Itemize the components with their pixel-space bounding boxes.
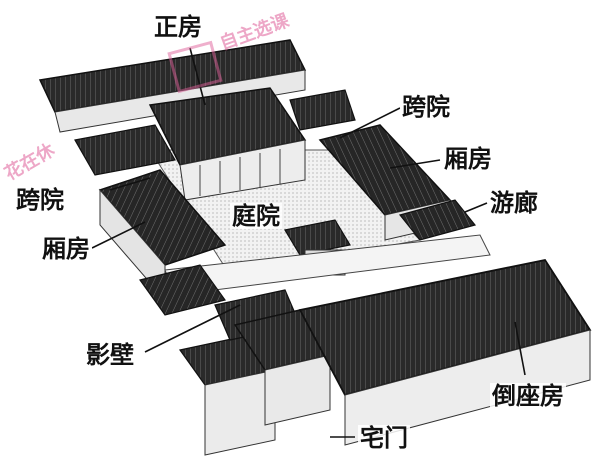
right-corridor	[398, 199, 477, 241]
label-main-house: 正房	[152, 12, 204, 41]
label-courtyard: 庭院	[230, 201, 282, 230]
front-left-rooms	[138, 264, 277, 456]
south-house	[298, 258, 592, 446]
label-cross-yard-right: 跨院	[400, 92, 452, 121]
label-corridor: 游廊	[488, 188, 540, 217]
left-wing-room	[98, 169, 227, 302]
leader-lines	[91, 47, 526, 438]
label-wing-room-left: 厢房	[40, 234, 92, 263]
left-ear-room	[74, 124, 176, 176]
gatehouse	[233, 309, 332, 426]
label-screen-wall: 影壁	[84, 340, 136, 369]
label-south-house: 倒座房	[490, 381, 566, 410]
main-house	[148, 87, 307, 201]
label-wing-room-right: 厢房	[442, 144, 494, 173]
label-gate: 宅门	[358, 423, 410, 452]
label-cross-yard-left: 跨院	[14, 185, 66, 214]
right-ear-room	[289, 89, 356, 131]
